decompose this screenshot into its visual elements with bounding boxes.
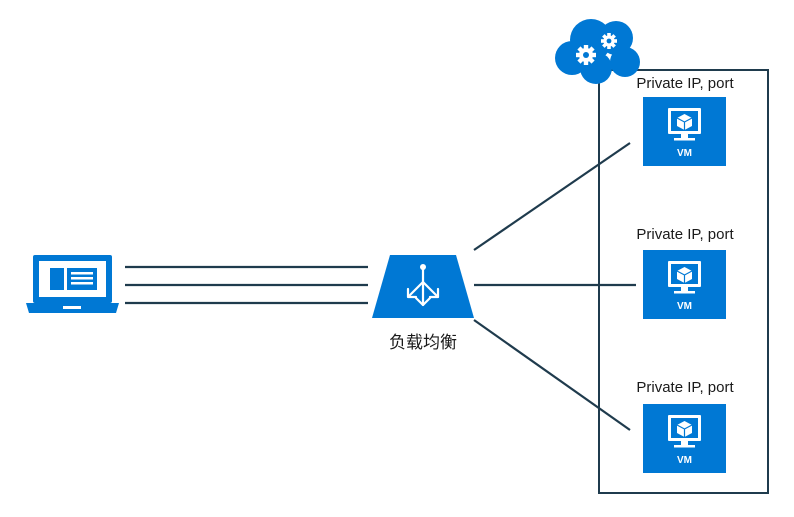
laptop-icon xyxy=(26,255,119,313)
vm-endpoint-label: Private IP, port xyxy=(636,226,734,243)
load-balancer-label: 负载均衡 xyxy=(389,333,457,352)
load-balancer-icon xyxy=(372,255,474,318)
cloud-gears-icon xyxy=(555,19,640,84)
vm-badge: VM xyxy=(677,301,692,312)
vm-endpoint-label: Private IP, port xyxy=(636,75,734,92)
vm-node: Private IP, port VM xyxy=(636,379,734,473)
vm-node: Private IP, port VM xyxy=(636,75,734,166)
vm-node: Private IP, port VM xyxy=(636,226,734,319)
vm-badge: VM xyxy=(677,148,692,159)
vm-endpoint-label: Private IP, port xyxy=(636,379,734,396)
backend-pool-boundary xyxy=(598,69,769,494)
backend-link-1 xyxy=(473,142,631,251)
vm-badge: VM xyxy=(677,455,692,466)
client-connections xyxy=(125,265,368,305)
backend-connections xyxy=(473,142,636,431)
backend-link-3 xyxy=(473,319,631,431)
